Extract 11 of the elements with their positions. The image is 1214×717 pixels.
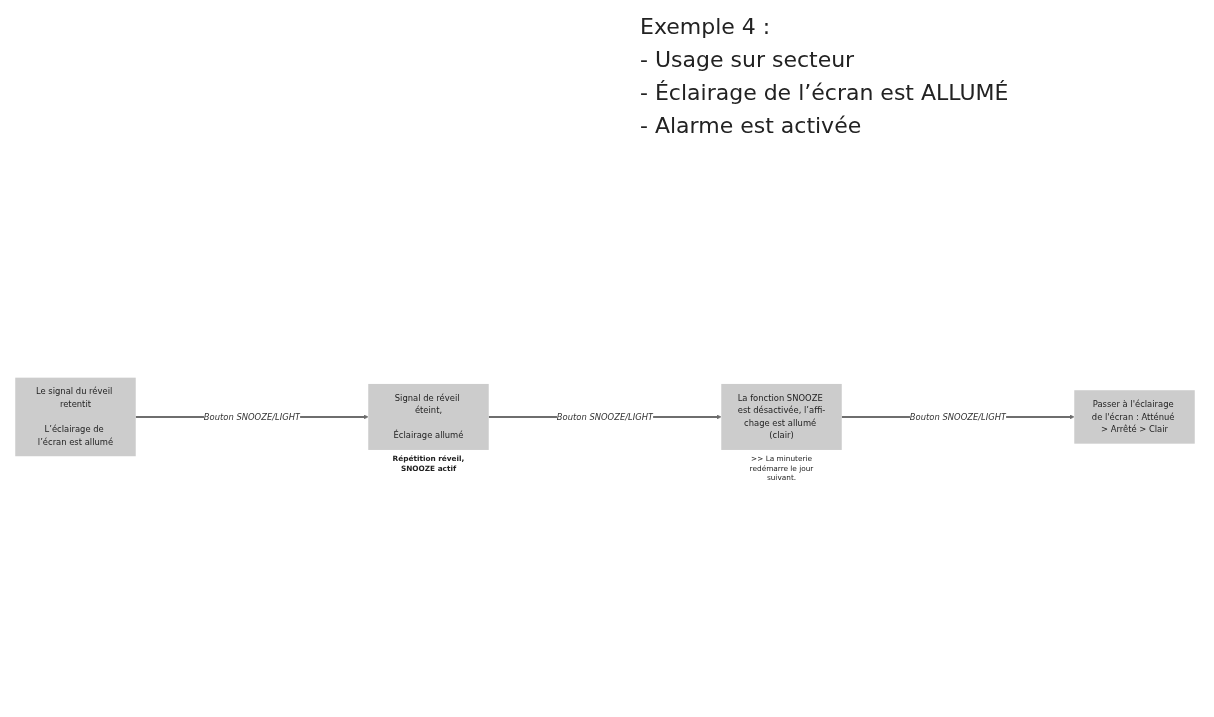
condition-note: - Usage sur secteur bbox=[640, 46, 856, 74]
condition-note: - Éclairage de l’écran est ALLUMÉ bbox=[640, 79, 1009, 107]
title: Exemple 4 : bbox=[640, 13, 772, 41]
node-box: Signal de réveil éteint, Éclairage allumé bbox=[368, 383, 489, 450]
node-box: Passer à l'éclairage de l'écran : Atténué > Arrêté > Clair bbox=[1074, 390, 1195, 444]
node-box: Le signal du réveil retentit L’éclairage de l’écran est allumé bbox=[15, 377, 136, 457]
edge-label: Bouton SNOOZE/LIGHT bbox=[203, 411, 301, 422]
edge-label: Bouton SNOOZE/LIGHT bbox=[909, 411, 1007, 422]
edge-label: Bouton SNOOZE/LIGHT bbox=[556, 411, 654, 422]
node-box: La fonction SNOOZE est désactivée, l’affi-chage est allumé (clair) bbox=[721, 383, 842, 450]
condition-note: - Alarme est activée bbox=[640, 112, 863, 140]
